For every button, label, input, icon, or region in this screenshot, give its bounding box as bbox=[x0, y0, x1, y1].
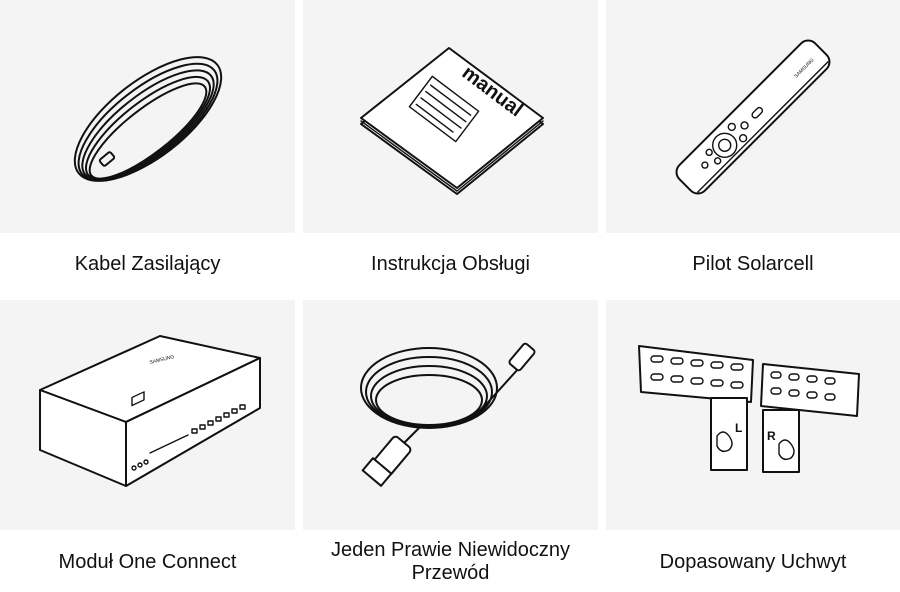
accessory-card-manual: manual Instrukcja Obsługi bbox=[303, 0, 598, 296]
accessory-label: Dopasowany Uchwyt bbox=[659, 550, 847, 573]
coiled-power-cable-icon bbox=[73, 55, 222, 182]
accessory-label: Kabel Zasilający bbox=[74, 253, 221, 275]
coiled-connection-cable-icon bbox=[359, 342, 535, 487]
accessory-image-area bbox=[303, 300, 598, 530]
box-brand-text: SAMSUNG bbox=[149, 354, 175, 366]
right-bracket-mark: R bbox=[767, 429, 776, 443]
accessory-card-connection-cable: Jeden Prawie Niewidoczny Przewód bbox=[303, 296, 598, 592]
wall-mount-bracket-icon: L R bbox=[638, 345, 860, 473]
accessory-image-area: manual bbox=[303, 0, 598, 233]
accessory-image-area: SAMSUNG bbox=[0, 300, 295, 530]
remote-control-icon: SAMSUNG bbox=[675, 39, 831, 194]
manual-booklet-icon: manual bbox=[359, 46, 544, 195]
accessory-label: Jeden Prawie Niewidoczny Przewód bbox=[330, 539, 570, 584]
accessory-label: Pilot Solarcell bbox=[692, 253, 814, 275]
accessory-card-power-cable: Kabel Zasilający bbox=[0, 0, 295, 296]
accessory-card-one-connect: SAMSUNG Moduł One Connect bbox=[0, 296, 295, 592]
accessory-image-area: L R bbox=[606, 300, 900, 530]
accessory-image-area bbox=[0, 0, 295, 233]
left-bracket-mark: L bbox=[735, 421, 742, 435]
accessory-label: Instrukcja Obsługi bbox=[371, 253, 530, 275]
accessory-card-remote: SAMSUNG Pilot Solarcell bbox=[606, 0, 900, 296]
accessory-image-area: SAMSUNG bbox=[606, 0, 900, 233]
one-connect-box-icon: SAMSUNG bbox=[38, 335, 261, 487]
accessory-card-wall-mount: L R Dopasowany Uchwyt bbox=[606, 296, 900, 592]
accessory-label: Moduł One Connect bbox=[58, 550, 237, 573]
